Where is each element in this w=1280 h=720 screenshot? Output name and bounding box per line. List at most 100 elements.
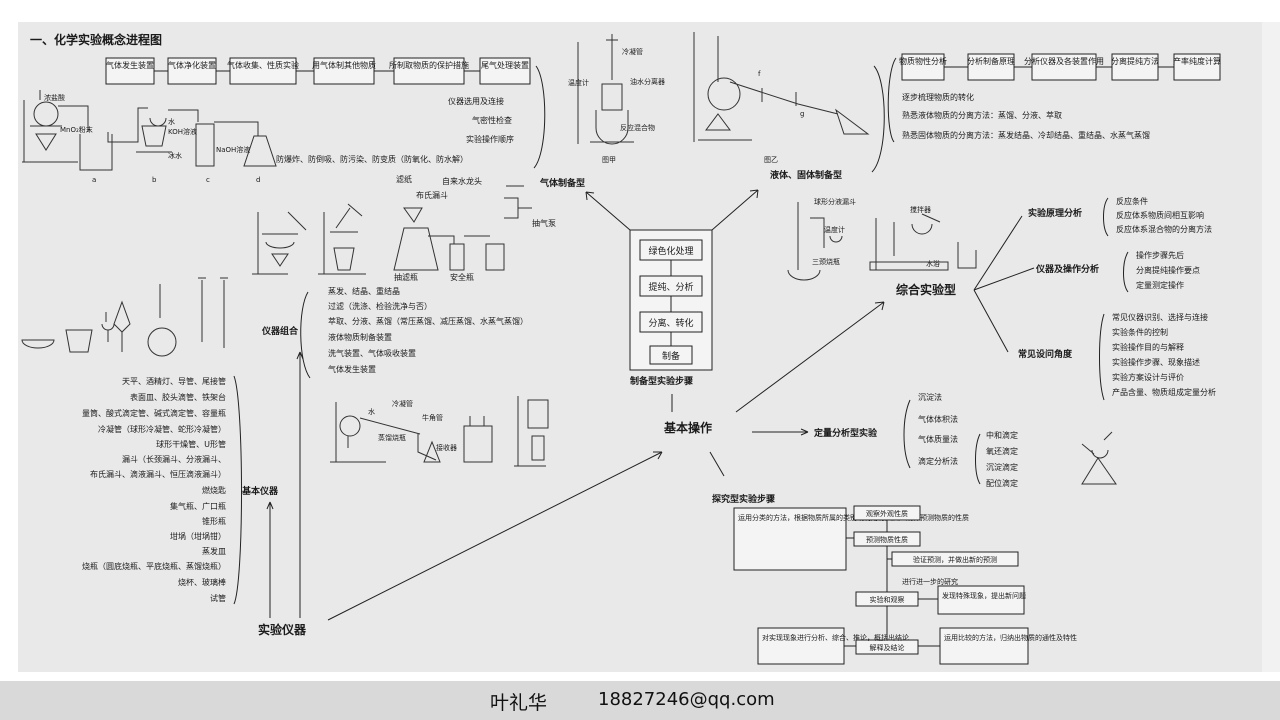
- question-1: 常见仪器识别、选择与连接: [1112, 312, 1208, 322]
- distill-water-1: 水: [368, 407, 375, 416]
- center-process: 绿色化处理 提纯、分析 分离、转化 制备: [629, 229, 713, 371]
- instrument-7: 布氏漏斗、滴液漏斗、恒压滴液漏斗）: [90, 469, 226, 479]
- combo-label: 仪器组合: [261, 325, 299, 337]
- gas-hub: 气体制备型: [539, 177, 585, 189]
- instrument-6: 漏斗（长颈漏斗、分液漏斗、: [122, 454, 226, 464]
- product-line-1: 逐步梳理物质的转化: [902, 92, 974, 102]
- explore-step-7: 解释及结论: [870, 643, 905, 652]
- distill-receiver: 接收器: [436, 443, 457, 452]
- ice-label: 冰水: [168, 151, 182, 160]
- product-step-4: 分离提纯方法: [1111, 56, 1159, 66]
- instrument-4: 冷凝管（球形冷凝管、蛇形冷凝管）: [98, 424, 226, 434]
- combo-brace: [300, 291, 311, 379]
- apparatus-label-d: d: [256, 176, 260, 184]
- titration-4: 配位滴定: [986, 478, 1018, 488]
- filter-pump-label: 抽气泵: [532, 218, 556, 228]
- concept-map-photo: 一、化学实验概念进程图 气体发生装置 气体净化装置 气体收集、性质实验 用气体制…: [18, 22, 1262, 672]
- main-instruments: 实验仪器: [258, 622, 307, 637]
- distill-flask: 蒸馏烧瓶: [378, 433, 406, 442]
- center-step-2: 提纯、分析: [648, 281, 693, 293]
- comp-funnel: 球形分液漏斗: [814, 197, 856, 206]
- instrument-14: 烧杯、玻璃棒: [178, 577, 226, 587]
- liquid-brace: [871, 65, 885, 173]
- gas-flow-step-6: 尾气处理装置: [481, 60, 529, 70]
- center-caption: 制备型实验步骤: [630, 375, 693, 387]
- filter-flask-label: 抽滤瓶: [394, 272, 418, 282]
- explore-step-5: 实验和观察: [870, 595, 905, 604]
- quant-brace: [903, 399, 911, 469]
- explore-label: 探究型实验步骤: [712, 493, 775, 505]
- distill-tube: 牛角管: [422, 413, 443, 422]
- center-step-4: 制备: [662, 350, 680, 362]
- arrow-to-basic-instruments: [266, 501, 274, 618]
- instrument-12: 蒸发皿: [202, 546, 226, 556]
- principle-label: 实验原理分析: [1028, 207, 1082, 219]
- fig-b-caption: 图乙: [764, 156, 778, 164]
- comp-flask: 三颈烧瓶: [812, 257, 840, 266]
- combo-item-3: 萃取、分液、蒸馏（常压蒸馏、减压蒸馏、水蒸气蒸馏）: [328, 316, 528, 326]
- acid-label: 浓盐酸: [44, 93, 65, 102]
- gas-flow-step-2: 气体净化装置: [168, 60, 216, 70]
- mno2-label: MnO₂粉末: [60, 125, 93, 134]
- quant-method-3: 气体质量法: [918, 434, 958, 444]
- quant-method-1: 沉淀法: [918, 392, 942, 402]
- titration-2: 氧还滴定: [986, 446, 1018, 456]
- distillation-apparatus: 冷凝管 水 蒸馏烧瓶 牛角管 接收器: [330, 396, 549, 467]
- gas-flow-step-1: 气体发生装置: [106, 60, 154, 70]
- titration-brace: [975, 433, 981, 485]
- instrument-15: 试管: [210, 593, 226, 603]
- comp-thermo: 温度计: [824, 225, 845, 234]
- quant-label: 定量分析型实验: [813, 427, 878, 439]
- fig-a-separator: 油水分离器: [630, 77, 665, 86]
- fig-a-condenser: 冷凝管: [622, 47, 643, 56]
- arrow-to-explore: [709, 451, 725, 477]
- explore-step-1: 观察外观性质: [866, 509, 908, 518]
- titration-3: 沉淀滴定: [986, 462, 1018, 472]
- arrow-to-comprehensive: [735, 301, 885, 413]
- question-5: 实验方案设计与评价: [1112, 372, 1184, 382]
- product-step-1: 物质物性分析: [899, 56, 947, 66]
- questions-brace: [1099, 313, 1105, 401]
- fig-a-caption: 图甲: [602, 156, 616, 164]
- gas-flow-step-3: 气体收集、性质实验: [227, 60, 299, 70]
- comp-water: 水浴: [926, 259, 940, 268]
- filter-safety-label: 安全瓶: [450, 272, 474, 282]
- arrow-to-gas: [585, 191, 631, 231]
- operation-brace: [1123, 251, 1129, 293]
- gas-flow: 气体发生装置 气体净化装置 气体收集、性质实验 用气体制其他物质 所制取物质的保…: [105, 57, 531, 85]
- footer-bar: [0, 681, 1280, 720]
- figure-b: f g 图乙: [693, 32, 870, 164]
- principle-item-2: 反应体系物质间相互影响: [1116, 210, 1204, 220]
- liquid-hub: 液体、固体制备型: [770, 169, 842, 181]
- arrow-to-liquid: [711, 189, 759, 231]
- instrument-2: 表面皿、胶头滴管、铁架台: [130, 392, 226, 402]
- explore-step-6: 发现特殊现象，提出新问题: [942, 591, 1026, 600]
- combo-item-6: 气体发生装置: [328, 364, 376, 374]
- combo-item-4: 液体物质制备装置: [328, 332, 392, 342]
- footer-email: 18827246@qq.com: [598, 689, 775, 710]
- instrument-3: 量筒、酸式滴定管、碱式滴定管、容量瓶: [82, 408, 226, 418]
- operation-item-1: 操作步骤先后: [1136, 250, 1184, 260]
- center-step-3: 分离、转化: [648, 317, 693, 329]
- diagram-title: 一、化学实验概念进程图: [30, 32, 162, 47]
- instrument-13: 烧瓶（圆底烧瓶、平底烧瓶、蒸馏烧瓶）: [82, 561, 226, 571]
- basic-operation: 基本操作: [663, 420, 712, 435]
- product-step-5: 产率纯度计算: [1173, 56, 1221, 66]
- filter-funnel-label: 布氏漏斗: [416, 190, 448, 200]
- combo-item-1: 蒸发、结晶、重结晶: [328, 286, 400, 296]
- filter-paper-label: 滤纸: [396, 174, 412, 184]
- comp-stirrer: 搅拌器: [910, 205, 931, 214]
- fig-b-f: f: [758, 70, 761, 78]
- gas-note-1: 仪器选用及连接: [448, 96, 504, 106]
- instrument-10: 锥形瓶: [202, 516, 226, 526]
- instrument-9: 集气瓶、广口瓶: [170, 501, 226, 511]
- instrument-brace: [233, 375, 242, 605]
- gas-flow-step-5: 所制取物质的保护措施: [389, 60, 469, 70]
- gas-brace: [533, 65, 546, 169]
- instrument-8: 燃烧匙: [202, 485, 226, 495]
- question-4: 实验操作步骤、现象描述: [1112, 357, 1200, 367]
- fig-a-thermo: 温度计: [568, 78, 589, 87]
- product-step-2: 分析制备原理: [967, 56, 1015, 66]
- arrow-to-combo: [296, 351, 304, 618]
- principle-item-3: 反应体系混合物的分离方法: [1116, 224, 1212, 234]
